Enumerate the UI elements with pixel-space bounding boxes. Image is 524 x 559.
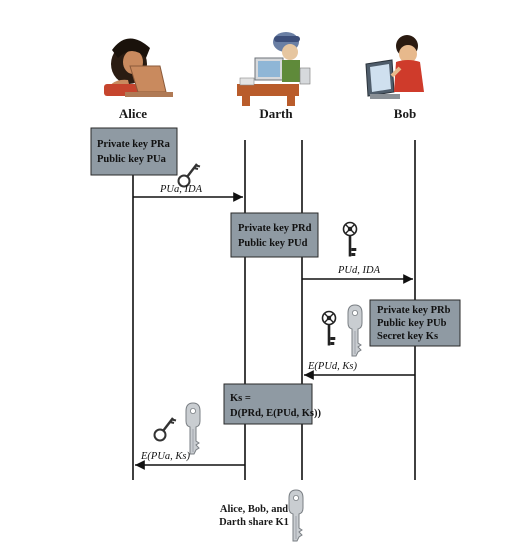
bob-key-box: Private key PRb Public key PUb Secret ke… — [369, 299, 461, 347]
alice-key-box: Private key PRa Public key PUa — [90, 127, 178, 176]
house-key-icon — [347, 304, 363, 357]
darth-decrypt-box: Ks = D(PRd, E(PUd, Ks)) — [223, 383, 322, 425]
alice-label: Alice — [119, 106, 147, 121]
message-darth-to-alice: E(PUa, Ks) — [135, 451, 245, 470]
darth-private-key: Private key PRd — [238, 223, 312, 234]
decrypt-line-2: D(PRd, E(PUd, Ks)) — [230, 408, 322, 419]
message-darth-to-bob: PUd, IDA — [302, 265, 413, 284]
house-key-icon — [288, 489, 304, 542]
skeleton-key-icon — [153, 416, 178, 442]
decrypt-line-1: Ks = — [230, 393, 251, 404]
bob-secret-key: Secret key Ks — [377, 331, 438, 342]
alice-private-key: Private key PRa — [97, 139, 171, 150]
caption-line-1: Alice, Bob, and — [220, 504, 288, 515]
message-2-label: PUd, IDA — [337, 265, 381, 276]
bob-private-key: Private key PRb — [377, 305, 451, 316]
shared-key-caption: Alice, Bob, and Darth share K1 — [219, 489, 304, 542]
bob-public-key: Public key PUb — [377, 318, 447, 329]
alice-illustration — [104, 38, 173, 97]
caption-line-2: Darth share K1 — [219, 517, 289, 528]
message-4-label: E(PUa, Ks) — [140, 451, 190, 462]
house-key-icon — [185, 402, 201, 455]
alice-public-key: Public key PUa — [97, 154, 167, 165]
message-1-label: PUa, IDA — [159, 184, 203, 195]
bob-label: Bob — [394, 106, 416, 121]
darth-public-key: Public key PUd — [238, 238, 308, 249]
message-bob-to-darth: E(PUd, Ks) — [304, 361, 415, 380]
ornate-key-icon — [321, 310, 337, 347]
message-alice-to-darth: PUa, IDA — [133, 184, 243, 202]
darth-label: Darth — [259, 106, 293, 121]
darth-illustration — [237, 32, 311, 106]
darth-key-box: Private key PRd Public key PUd — [230, 212, 319, 258]
ornate-key-icon — [342, 221, 358, 258]
message-3-label: E(PUd, Ks) — [307, 361, 357, 372]
bob-illustration — [365, 35, 424, 99]
